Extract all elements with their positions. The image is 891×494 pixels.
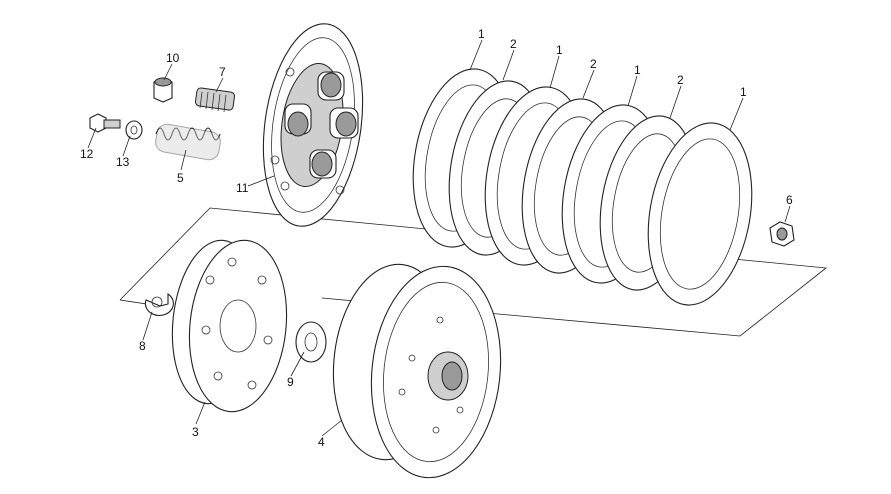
lock-washer-8: [144, 292, 174, 316]
callout-2b: 2: [590, 57, 597, 71]
nut-10: [153, 77, 173, 103]
callout-2a: 2: [510, 37, 517, 51]
callout-6: 6: [786, 193, 793, 207]
callout-1d: 1: [740, 85, 747, 99]
clutch-basket-4: [332, 263, 502, 479]
assembly-frame: [119, 207, 828, 337]
clutch-hub-3: [171, 239, 288, 413]
callout-11: 11: [236, 181, 249, 195]
spring-guide-7: [194, 87, 236, 113]
callout-3: 3: [192, 425, 199, 439]
spring-5: [155, 123, 221, 161]
callout-9: 9: [287, 375, 294, 389]
callout-10: 10: [166, 51, 180, 65]
callout-1c: 1: [634, 63, 641, 77]
callout-1b: 1: [556, 43, 563, 57]
clutch-plate-1d: [647, 122, 753, 306]
callout-4: 4: [318, 435, 325, 449]
callout-13: 13: [116, 155, 130, 169]
pressure-plate: [262, 23, 364, 227]
nut-6: [769, 221, 795, 247]
thrust-washer-9: [295, 321, 327, 363]
callout-2c: 2: [677, 73, 684, 87]
leader-lines: [87, 39, 791, 437]
callout-7: 7: [219, 65, 226, 79]
callout-1a: 1: [478, 27, 485, 41]
washer-13: [125, 120, 143, 140]
callout-8: 8: [139, 339, 146, 353]
callout-5: 5: [177, 171, 184, 185]
bolt-12: [89, 113, 121, 133]
callout-12: 12: [80, 147, 94, 161]
